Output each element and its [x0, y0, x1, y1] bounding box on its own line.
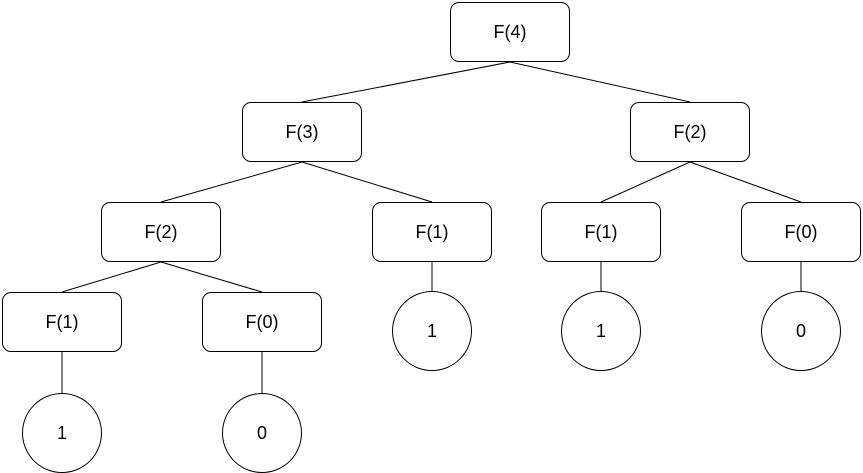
node-f1-right: F(1)	[541, 202, 661, 262]
edge-n1-n3	[160, 161, 303, 203]
leaf-value-f1-right: 1	[561, 291, 641, 371]
leaf-value-f1-left: 1	[22, 393, 102, 473]
edge-n0-n1	[301, 61, 511, 103]
leaf-value-f1-middle: 1	[392, 291, 472, 371]
node-f1-middle: F(1)	[372, 202, 492, 262]
edge-n3-n7	[61, 261, 162, 293]
node-f0-left: F(0)	[202, 292, 322, 352]
edge-n2-n5	[600, 161, 691, 203]
node-f3: F(3)	[242, 102, 362, 162]
leaf-value-f0-left: 0	[222, 393, 302, 473]
node-f0-right: F(0)	[741, 202, 861, 262]
node-f2-left: F(2)	[101, 202, 221, 262]
node-f1-left: F(1)	[2, 292, 122, 352]
edge-n3-n8	[160, 261, 263, 293]
node-f2-right: F(2)	[630, 102, 750, 162]
edge-n2-n6	[689, 161, 802, 203]
edge-n1-n4	[301, 161, 433, 203]
leaf-value-f0-right: 0	[761, 291, 841, 371]
node-f4-root: F(4)	[450, 2, 570, 62]
edge-n0-n2	[509, 61, 691, 103]
